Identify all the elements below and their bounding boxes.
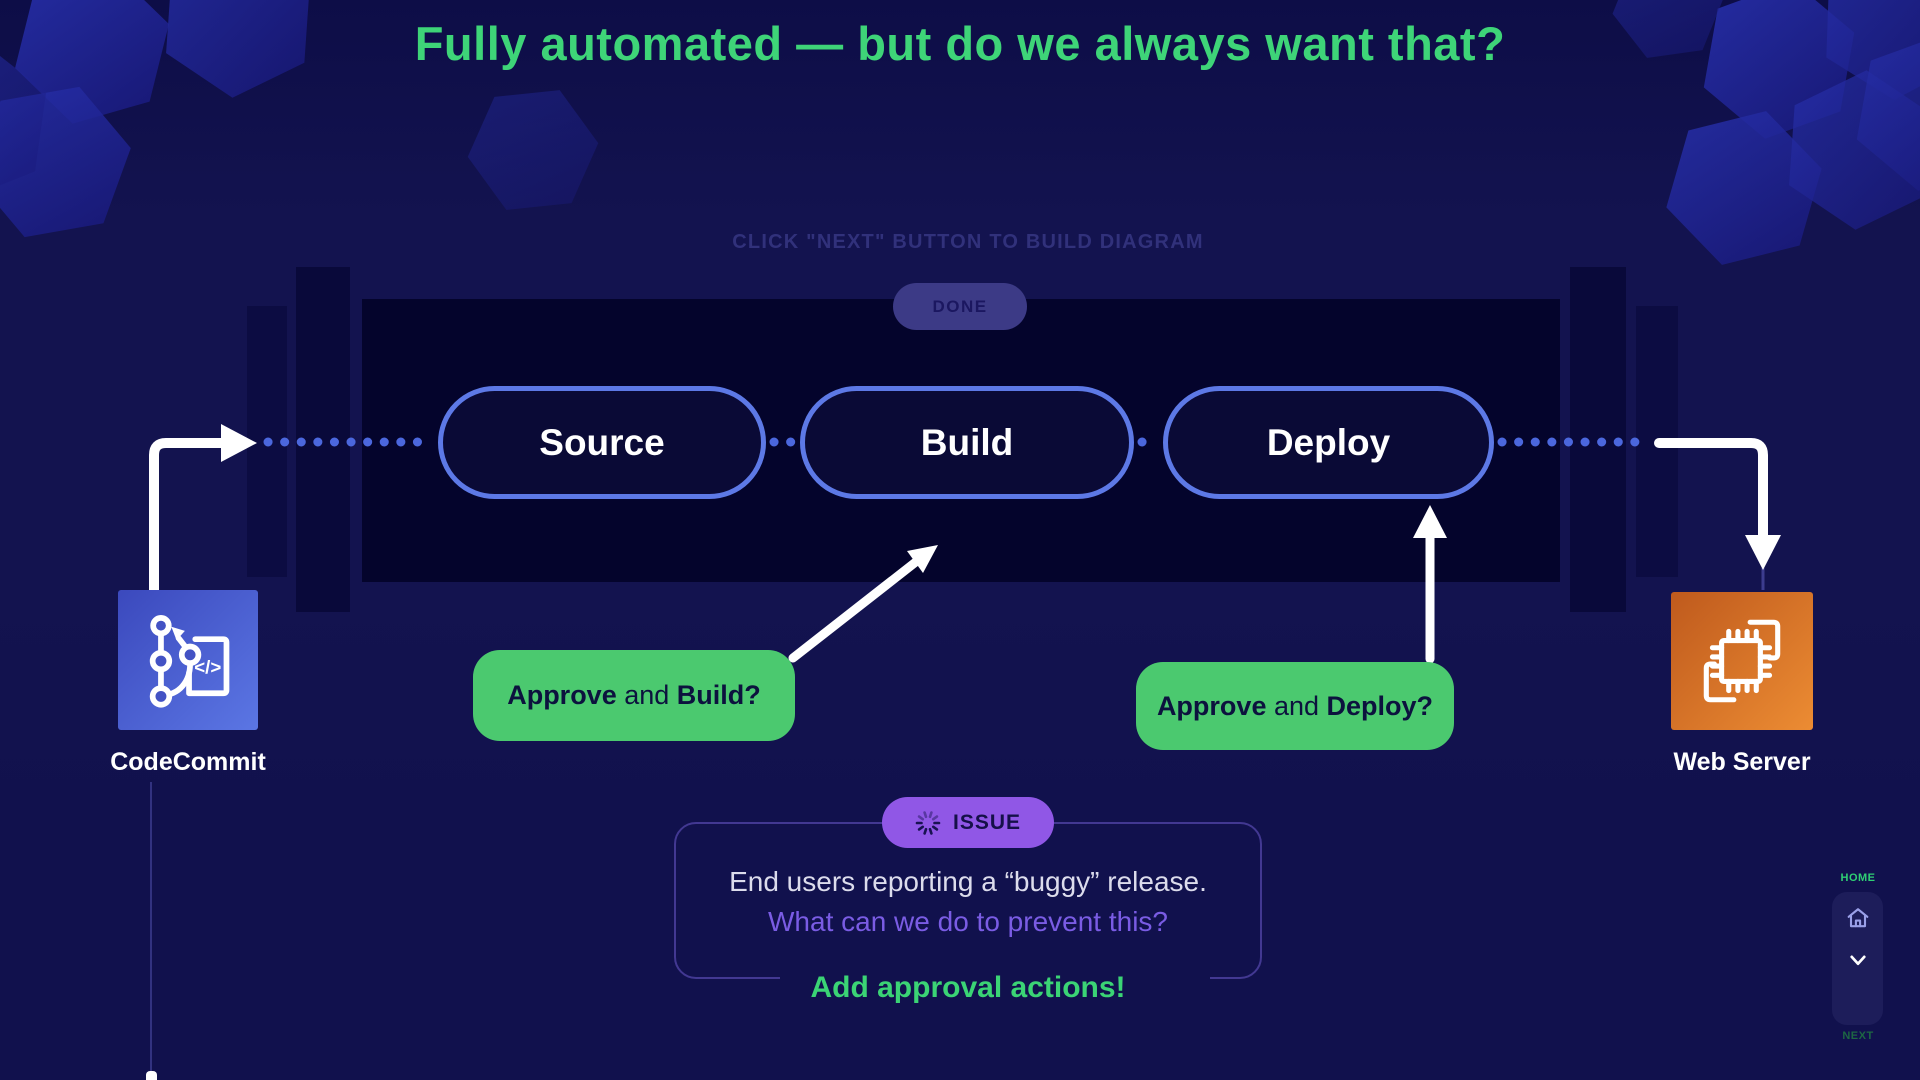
codecommit-label: CodeCommit [110, 748, 266, 776]
left-guide-line [150, 782, 152, 1072]
approve-and-deploy-button[interactable]: Approve and Deploy? [1136, 662, 1454, 750]
stage-pill-build: Build [800, 386, 1134, 499]
pipeline-bar-right-inner [1570, 267, 1626, 612]
issue-badge: ISSUE [882, 797, 1054, 848]
issue-answer-text: Add approval actions! [810, 971, 1126, 1004]
deploy-bold-text: Deploy? [1326, 690, 1434, 721]
issue-description-line: End users reporting a “buggy” release. [729, 866, 1207, 897]
and-text: and [616, 680, 677, 710]
and-text: and [1266, 690, 1327, 721]
home-icon [1847, 908, 1868, 928]
nav-panel [1832, 892, 1883, 1025]
pipeline-bar-left-outer [247, 306, 287, 577]
web-server-icon [1671, 592, 1813, 730]
next-button[interactable] [1842, 944, 1874, 976]
pipeline-bar-left-inner [296, 267, 350, 612]
build-bold-text: Build? [676, 680, 761, 710]
approve-bold-text: Approve [1156, 690, 1267, 721]
issue-box-border-gap [780, 969, 1210, 982]
stage-pill-source: Source [438, 386, 766, 499]
spinner-icon [915, 810, 941, 835]
stage-label: Source [539, 421, 665, 463]
next-label: NEXT [1842, 1030, 1874, 1042]
home-button[interactable] [1842, 902, 1874, 934]
stage-label: Deploy [1266, 421, 1391, 463]
approve-and-build-button[interactable]: Approve and Build? [473, 650, 795, 741]
stage-pill-deploy: Deploy [1163, 386, 1494, 499]
build-diagram-hint: CLICK "NEXT" BUTTON TO BUILD DIAGRAM [732, 231, 1204, 253]
pipeline-bar-right-outer [1636, 306, 1678, 577]
codecommit-git-glyph: </> [149, 615, 230, 708]
slide-title: Fully automated — but do we always want … [414, 17, 1506, 70]
chevron-down-icon [1849, 955, 1866, 966]
codecommit-icon: </> [118, 590, 258, 730]
web-server-label: Web Server [1673, 748, 1811, 776]
server-chip-glyph [1703, 619, 1781, 703]
approve-bold-text: Approve [507, 680, 617, 710]
issue-question-line: What can we do to prevent this? [768, 906, 1168, 937]
home-label: HOME [1840, 872, 1876, 884]
done-button[interactable]: DONE [893, 283, 1027, 330]
issue-badge-label: ISSUE [952, 810, 1022, 834]
bottom-arrow-stub [146, 1071, 157, 1080]
stage-label: Build [920, 421, 1014, 463]
svg-text:</>: </> [194, 657, 221, 678]
